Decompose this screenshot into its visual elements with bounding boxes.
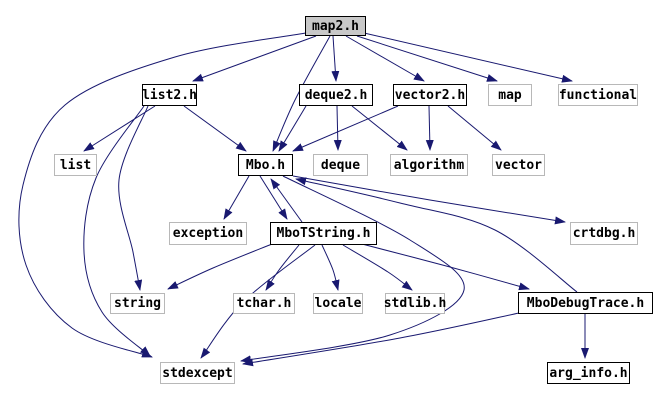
graph-node-debugtrace[interactable]: MboDebugTrace.h	[518, 292, 653, 314]
edge-vector2-to-algorithm	[425, 105, 434, 151]
edge-mbo-to-crtdbg	[292, 175, 566, 225]
edge-debugtrace-to-stdexcept	[242, 312, 520, 367]
edge-map2-to-deque2	[331, 35, 340, 82]
edge-mbo-to-stdexcept	[240, 175, 465, 364]
graph-node-tstring[interactable]: MboTString.h	[270, 222, 377, 245]
graph-node-locale: locale	[313, 293, 363, 314]
edge-mbo-to-exception	[223, 175, 250, 220]
graph-node-string: string	[110, 293, 165, 314]
graph-node-functional: functional	[558, 84, 638, 106]
graph-node-stdlib: stdlib.h	[384, 293, 446, 314]
edge-list2-to-string	[118, 105, 149, 291]
graph-node-map2: map2.h	[305, 16, 366, 36]
edge-debugtrace-to-mbo	[295, 177, 578, 293]
edge-map2-to-mbo	[272, 35, 331, 152]
graph-node-stdexcept: stdexcept	[160, 362, 235, 384]
graph-node-arginfo[interactable]: arg_info.h	[547, 362, 630, 384]
graph-node-list2[interactable]: list2.h	[142, 84, 197, 106]
edge-mbo-to-tstring	[259, 175, 288, 220]
edge-map2-to-functional	[363, 32, 573, 83]
graph-node-crtdbg: crtdbg.h	[570, 222, 638, 245]
edge-tstring-to-tchar	[265, 244, 300, 291]
edge-map2-to-map	[356, 35, 498, 82]
edge-tstring-to-debugtrace	[361, 243, 530, 291]
graph-node-deque2[interactable]: deque2.h	[299, 84, 373, 106]
graph-node-map: map	[488, 84, 532, 106]
edge-deque2-to-deque	[333, 105, 342, 151]
graph-node-algorithm: algorithm	[390, 154, 468, 176]
graph-node-list: list	[54, 154, 97, 176]
graph-node-tchar: tchar.h	[233, 293, 295, 314]
edge-deque2-to-mbo	[278, 105, 307, 152]
edge-tstring-to-locale	[321, 244, 340, 291]
edge-map2-to-vector2	[345, 35, 425, 82]
edge-tstring-to-mbo	[270, 178, 303, 223]
edge-tstring-to-string	[167, 243, 273, 290]
edge-map2-to-list2	[192, 35, 317, 82]
graph-node-vector: vector	[492, 154, 545, 176]
edge-list2-to-stdexcept	[83, 105, 151, 357]
edge-list2-to-list	[83, 105, 156, 152]
edge-list2-to-mbo	[183, 105, 247, 152]
edge-deque2-to-algorithm	[351, 105, 408, 151]
graph-node-mbo[interactable]: Mbo.h	[238, 154, 293, 176]
graph-node-deque: deque	[313, 154, 368, 176]
edge-map2-to-stdexcept	[18, 32, 307, 358]
graph-node-vector2[interactable]: vector2.h	[393, 84, 467, 106]
graph-node-exception: exception	[169, 222, 247, 245]
edge-vector2-to-mbo	[292, 105, 399, 152]
edge-tstring-to-stdlib	[342, 244, 413, 291]
edge-vector2-to-vector	[447, 105, 502, 151]
